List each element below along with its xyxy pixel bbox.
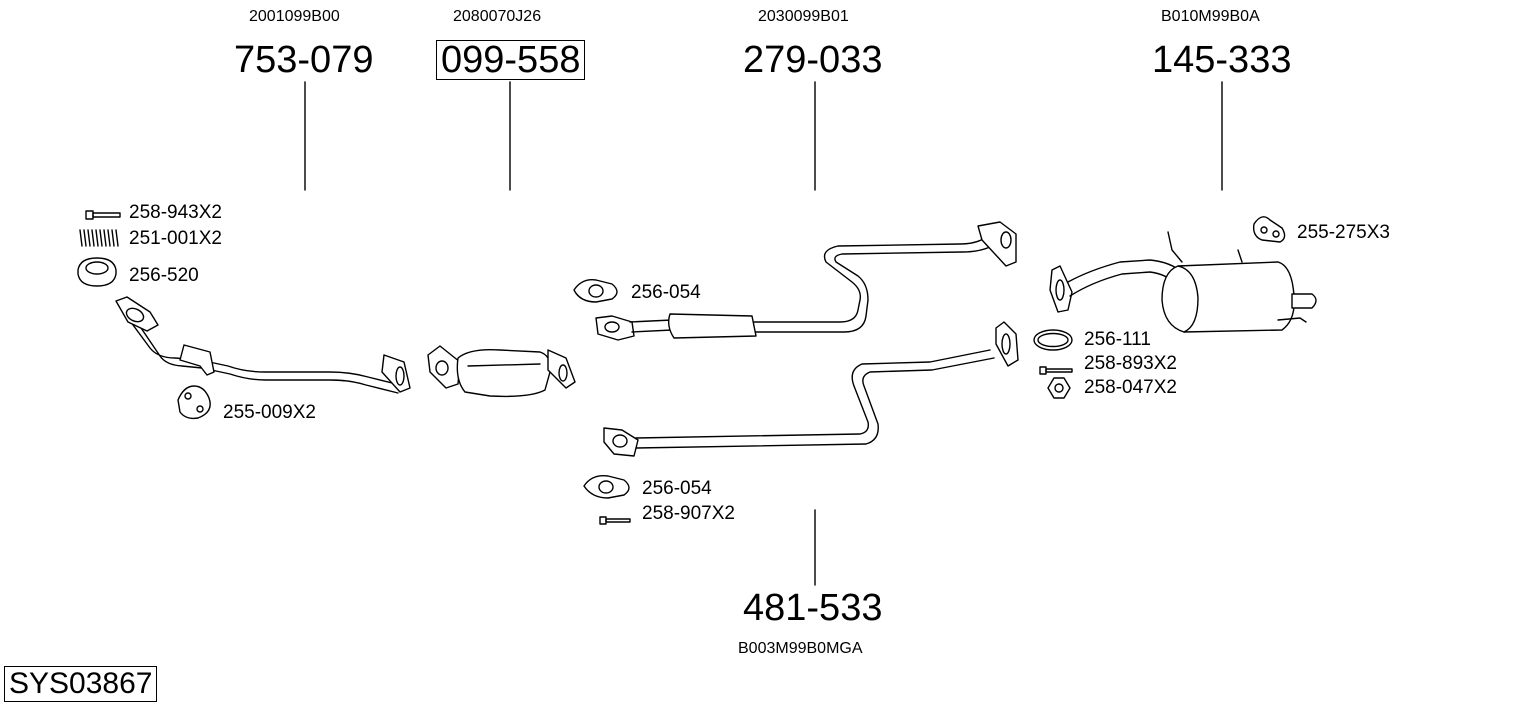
fitting-label-ring-rear[interactable]: 256-111 bbox=[1084, 329, 1151, 350]
ring-icon-rear bbox=[1033, 329, 1073, 351]
part-number-145-333[interactable]: 145-333 bbox=[1152, 39, 1292, 81]
fitting-label-hanger-rear[interactable]: 255-275X3 bbox=[1297, 222, 1390, 243]
gasket-icon-upper bbox=[573, 279, 618, 303]
oem-number-753-079: 2001099B00 bbox=[249, 8, 340, 25]
fitting-label-gasket-mid-upper[interactable]: 256-054 bbox=[631, 282, 701, 303]
middle-pipe-279-033[interactable] bbox=[595, 221, 1017, 341]
part-number-481-533[interactable]: 481-533 bbox=[743, 587, 883, 629]
catalytic-converter-099-558[interactable] bbox=[427, 345, 576, 398]
fitting-label-bolt-rear[interactable]: 258-893X2 bbox=[1084, 353, 1177, 374]
fitting-label-bolt-mid-lower[interactable]: 258-907X2 bbox=[642, 503, 735, 524]
hanger-icon-rear bbox=[1252, 216, 1286, 243]
lower-pipe-481-533[interactable] bbox=[603, 321, 1019, 457]
bolt-icon bbox=[85, 210, 121, 220]
spring-icon bbox=[79, 229, 119, 247]
fitting-label-nut-rear[interactable]: 258-047X2 bbox=[1084, 377, 1177, 398]
gasket-icon-lower bbox=[583, 475, 630, 499]
rear-muffler-145-333[interactable] bbox=[1049, 231, 1317, 333]
part-number-279-033[interactable]: 279-033 bbox=[743, 39, 883, 81]
part-number-753-079[interactable]: 753-079 bbox=[234, 39, 374, 81]
oem-number-099-558: 2080070J26 bbox=[453, 8, 542, 25]
oem-number-279-033: 2030099B01 bbox=[758, 8, 849, 25]
part-number-099-558[interactable]: 099-558 bbox=[436, 40, 586, 80]
nut-icon bbox=[1047, 377, 1071, 399]
system-id-label: SYS03867 bbox=[4, 666, 158, 702]
front-pipe-753-079[interactable] bbox=[115, 296, 411, 394]
hanger-icon bbox=[177, 385, 211, 420]
fitting-label-spring-front[interactable]: 251-001X2 bbox=[129, 228, 222, 249]
oem-number-481-533: B003M99B0MGA bbox=[738, 640, 863, 657]
ring-icon bbox=[77, 257, 117, 287]
fitting-label-ring-front[interactable]: 256-520 bbox=[129, 265, 199, 286]
oem-number-145-333: B010M99B0A bbox=[1161, 8, 1260, 25]
fitting-label-hanger-front[interactable]: 255-009X2 bbox=[223, 402, 316, 423]
bolt-icon-lower bbox=[599, 516, 631, 525]
fitting-label-gasket-mid-lower[interactable]: 256-054 bbox=[642, 478, 712, 499]
fitting-label-bolt-front[interactable]: 258-943X2 bbox=[129, 202, 222, 223]
bolt-icon-rear bbox=[1039, 366, 1073, 375]
